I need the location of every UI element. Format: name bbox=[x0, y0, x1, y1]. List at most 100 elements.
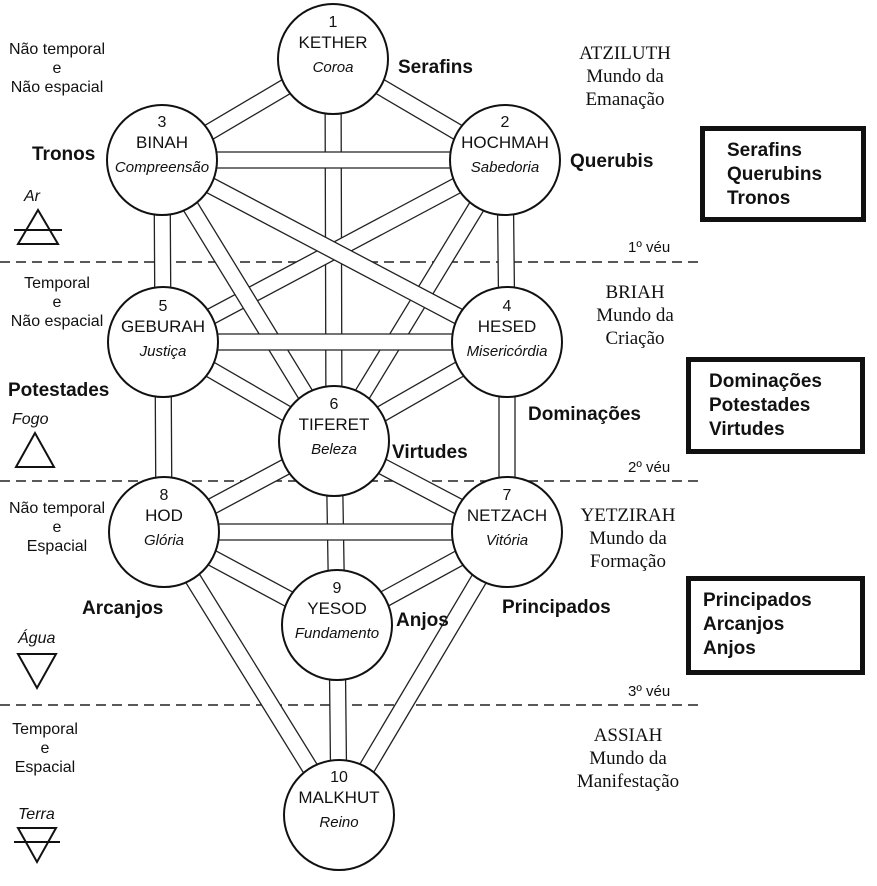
air-icon bbox=[14, 208, 62, 245]
circle-netzach bbox=[451, 476, 563, 588]
choir-dominacoes: Dominações bbox=[528, 404, 641, 425]
choir-querubis: Querubis bbox=[570, 151, 654, 172]
sephirah-number: 3 bbox=[157, 114, 167, 131]
choirs-box-yetzirah: Principados Arcanjos Anjos bbox=[686, 576, 865, 675]
sephirah-name: YESOD bbox=[307, 599, 367, 618]
sephirah-binah: 3 BINAH Compreensão bbox=[107, 114, 217, 178]
world-name: ASSIAH bbox=[593, 725, 663, 746]
note-line: Temporal bbox=[12, 721, 78, 738]
circle-kether bbox=[277, 3, 389, 115]
box-line: Principados bbox=[703, 590, 812, 611]
left-note-briah: Temporal e Não espacial bbox=[0, 274, 132, 331]
world-name: ATZILUTH bbox=[579, 43, 671, 64]
sephiroth-circles bbox=[106, 3, 563, 871]
box-line: Querubins bbox=[727, 164, 823, 185]
note-line: Espacial bbox=[14, 759, 76, 776]
note-line: Não espacial bbox=[10, 79, 104, 96]
box-line: Anjos bbox=[703, 638, 756, 659]
sephirah-number: 4 bbox=[502, 298, 512, 315]
world-line: Mundo da bbox=[596, 305, 674, 326]
sephirah-geburah: 5 GEBURAH Justiça bbox=[108, 298, 218, 362]
sephirah-meaning: Compreensão bbox=[114, 159, 210, 176]
sephirah-hod: 8 HOD Glória bbox=[109, 487, 219, 551]
circle-hesed bbox=[451, 286, 563, 398]
sephirah-netzach: 7 NETZACH Vitória bbox=[452, 487, 562, 551]
world-line: Manifestação bbox=[576, 771, 680, 792]
fire-icon bbox=[14, 430, 56, 468]
left-note-atziluth: Não temporal e Não espacial bbox=[0, 40, 132, 97]
box-line: Dominações bbox=[709, 371, 822, 392]
sephirah-number: 2 bbox=[500, 114, 510, 131]
world-assiah: ASSIAH Mundo da Manifestação bbox=[543, 724, 713, 793]
circle-geburah bbox=[107, 286, 219, 398]
note-line: Não espacial bbox=[10, 313, 104, 330]
choir-principados: Principados bbox=[502, 597, 611, 618]
sephirah-name: HOCHMAH bbox=[461, 133, 549, 152]
note-line: e bbox=[52, 519, 62, 536]
sephirah-number: 7 bbox=[502, 487, 512, 504]
circle-malkhut bbox=[283, 759, 395, 871]
sephirah-number: 8 bbox=[159, 487, 169, 504]
note-line: Não temporal bbox=[8, 41, 106, 58]
world-name: YETZIRAH bbox=[580, 505, 676, 526]
choirs-box-briah: Dominações Potestades Virtudes bbox=[686, 357, 865, 454]
world-line: Criação bbox=[605, 328, 665, 349]
sephirah-hesed: 4 HESED Misericórdia bbox=[452, 298, 562, 362]
box-line: Tronos bbox=[727, 188, 791, 209]
note-line: e bbox=[52, 60, 62, 77]
world-line: Formação bbox=[590, 551, 666, 572]
element-label-ar: Ar bbox=[24, 188, 40, 205]
veil-lines bbox=[0, 261, 700, 706]
circle-tiferet bbox=[278, 385, 390, 497]
world-line: Mundo da bbox=[589, 748, 667, 769]
sephirah-name: KETHER bbox=[298, 33, 368, 52]
element-label-terra: Terra bbox=[18, 806, 55, 823]
box-line: Serafins bbox=[727, 140, 802, 161]
sephirah-name: NETZACH bbox=[466, 506, 548, 525]
circle-hod bbox=[108, 476, 220, 588]
veil-label-2: 2º véu bbox=[628, 459, 671, 476]
sephirah-hochmah: 2 HOCHMAH Sabedoria bbox=[450, 114, 560, 178]
sephirah-meaning: Misericórdia bbox=[466, 343, 548, 360]
choir-anjos: Anjos bbox=[396, 610, 449, 631]
sephirah-number: 1 bbox=[328, 14, 338, 31]
sephirah-number: 6 bbox=[329, 396, 339, 413]
box-line: Arcanjos bbox=[703, 614, 785, 635]
sephirah-name: HESED bbox=[477, 317, 537, 336]
sephirah-meaning: Glória bbox=[143, 532, 184, 549]
note-line: Espacial bbox=[26, 538, 88, 555]
note-line: Temporal bbox=[24, 275, 90, 292]
sephirah-meaning: Coroa bbox=[312, 59, 354, 76]
note-line: e bbox=[52, 294, 62, 311]
sephirah-meaning: Justiça bbox=[139, 343, 187, 360]
left-note-assiah: Temporal e Espacial bbox=[0, 720, 120, 777]
choirs-box-atziluth: Serafins Querubins Tronos bbox=[700, 126, 866, 222]
sephirah-number: 5 bbox=[158, 298, 168, 315]
sephirah-number: 9 bbox=[332, 580, 342, 597]
sephirah-meaning: Beleza bbox=[311, 441, 357, 458]
element-label-agua: Água bbox=[18, 630, 56, 647]
box-line: Virtudes bbox=[709, 419, 785, 440]
sephirah-meaning: Fundamento bbox=[294, 625, 380, 642]
earth-icon bbox=[14, 827, 60, 865]
choir-virtudes: Virtudes bbox=[392, 442, 468, 463]
choir-serafins: Serafins bbox=[398, 57, 473, 78]
water-icon bbox=[16, 653, 58, 691]
choir-potestades: Potestades bbox=[8, 380, 110, 401]
sephirah-name: GEBURAH bbox=[120, 317, 206, 336]
veil-label-3: 3º véu bbox=[628, 683, 671, 700]
choir-tronos: Tronos bbox=[32, 144, 96, 165]
sephirah-yesod: 9 YESOD Fundamento bbox=[282, 580, 392, 644]
world-line: Mundo da bbox=[589, 528, 667, 549]
element-symbols bbox=[14, 208, 62, 865]
world-line: Emanação bbox=[585, 89, 665, 110]
sephirah-malkhut: 10 MALKHUT Reino bbox=[284, 769, 394, 833]
world-atziluth: ATZILUTH Mundo da Emanação bbox=[540, 42, 710, 111]
world-yetzirah: YETZIRAH Mundo da Formação bbox=[543, 504, 713, 573]
world-briah: BRIAH Mundo da Criação bbox=[550, 281, 720, 350]
choir-arcanjos: Arcanjos bbox=[82, 598, 164, 619]
sephirah-name: MALKHUT bbox=[298, 788, 380, 807]
sephirah-meaning: Vitória bbox=[485, 532, 529, 549]
sephirah-number: 10 bbox=[330, 769, 348, 786]
